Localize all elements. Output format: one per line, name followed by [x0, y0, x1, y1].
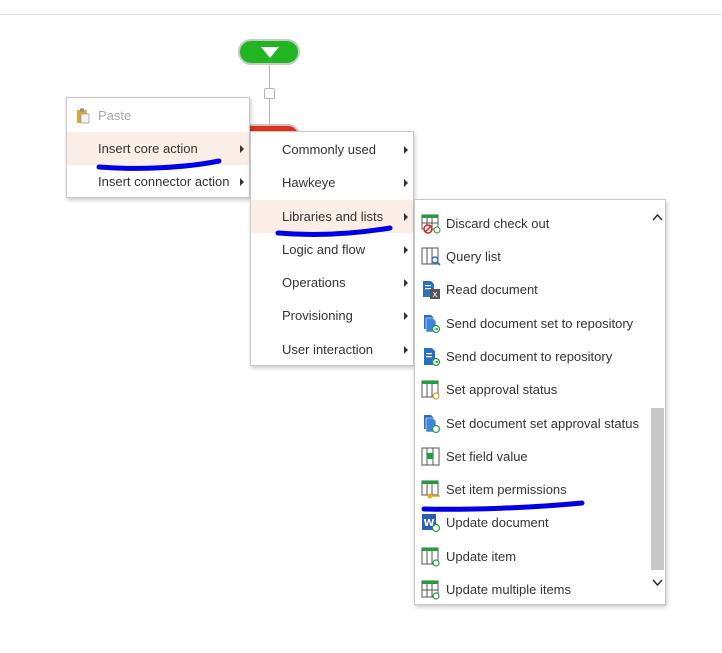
submenu-item-libraries-and-lists[interactable]: Libraries and lists [251, 200, 413, 233]
chevron-right-icon [404, 278, 408, 287]
menu-item-label: Update document [446, 515, 549, 530]
chevron-right-icon [404, 212, 408, 221]
chevron-right-icon [404, 145, 408, 154]
action-set-field-value[interactable]: Set field value [415, 440, 665, 473]
docset-approval-icon [424, 415, 441, 434]
chevron-right-icon [404, 311, 408, 320]
action-read-document[interactable]: x Read document [415, 273, 665, 306]
menu-item-label: Update item [446, 549, 517, 564]
menu-item-label: Set field value [446, 449, 528, 464]
menu-item-label: Hawkeye [282, 175, 336, 190]
submenu-item-hawkeye[interactable]: Hawkeye [251, 166, 413, 199]
menu-item-label: Provisioning [282, 308, 353, 323]
action-discard-check-out[interactable]: Discard check out [415, 207, 665, 240]
svg-text:x: x [432, 290, 438, 300]
action-update-document[interactable]: W Update document [415, 506, 665, 539]
menu-item-label: Set document set approval status [446, 416, 639, 431]
approval-status-icon [421, 380, 440, 400]
field-value-icon [421, 447, 440, 466]
action-set-approval-status[interactable]: Set approval status [415, 373, 665, 406]
libraries-and-lists-submenu: Discard check out Query list x Read docu… [414, 199, 666, 605]
action-set-document-set-approval-status[interactable]: Set document set approval status [415, 407, 665, 440]
menu-item-label: Set item permissions [446, 482, 567, 497]
submenu-item-commonly-used[interactable]: Commonly used [251, 133, 413, 166]
chevron-right-icon [404, 245, 408, 254]
action-send-document-to-repository[interactable]: Send document to repository [415, 340, 665, 373]
scrollbar-thumb[interactable] [651, 408, 664, 570]
chevron-right-icon [240, 144, 244, 153]
menu-item-label: Read document [446, 282, 538, 297]
read-document-icon: x [423, 281, 440, 300]
send-docset-icon [424, 315, 441, 334]
chevron-down-icon[interactable] [649, 572, 666, 594]
chevron-right-icon [404, 345, 408, 354]
action-update-multiple-items[interactable]: Update multiple items [415, 573, 665, 606]
action-send-document-set-to-repository[interactable]: Send document set to repository [415, 307, 665, 340]
menu-item-label: Set approval status [446, 382, 558, 397]
menu-item-label: Update multiple items [446, 582, 571, 597]
action-update-item[interactable]: Update item [415, 540, 665, 573]
send-document-icon [424, 348, 441, 367]
menu-item-label: Send document to repository [446, 349, 613, 364]
word-document-icon: W [422, 514, 441, 533]
menu-item-paste[interactable]: Paste [67, 99, 249, 132]
menu-item-label: Logic and flow [282, 242, 366, 257]
menu-item-label: Commonly used [282, 142, 376, 157]
action-set-item-permissions[interactable]: Set item permissions [415, 473, 665, 506]
chevron-up-icon[interactable] [649, 206, 666, 228]
menu-item-label: Send document set to repository [446, 316, 634, 331]
svg-text:W: W [423, 518, 434, 529]
workflow-start-node[interactable] [238, 39, 300, 65]
chevron-right-icon [240, 177, 244, 186]
query-list-icon [421, 247, 441, 266]
discard-checkout-icon [421, 214, 441, 234]
update-multiple-icon [421, 580, 440, 600]
action-drop-point[interactable] [264, 88, 275, 99]
menu-item-label: Discard check out [446, 216, 550, 231]
menu-item-insert-connector-action[interactable]: Insert connector action [67, 165, 249, 198]
menu-item-insert-core-action[interactable]: Insert core action [67, 132, 249, 165]
menu-item-label: Operations [282, 275, 346, 290]
submenu-item-user-interaction[interactable]: User interaction [251, 333, 413, 366]
menu-item-label: Insert connector action [98, 174, 230, 189]
menu-item-label: Query list [446, 249, 501, 264]
submenu-scrollbar[interactable] [649, 200, 666, 604]
menu-item-label: User interaction [282, 342, 374, 357]
action-query-list[interactable]: Query list [415, 240, 665, 273]
submenu-item-operations[interactable]: Operations [251, 266, 413, 299]
chevron-right-icon [404, 178, 408, 187]
menu-item-label: Paste [98, 108, 132, 123]
menu-item-label: Libraries and lists [282, 209, 384, 224]
submenu-item-logic-and-flow[interactable]: Logic and flow [251, 233, 413, 266]
clipboard-icon [77, 108, 90, 124]
item-permissions-icon [421, 480, 440, 499]
menu-item-label: Insert core action [98, 141, 198, 156]
update-item-icon [421, 547, 440, 567]
submenu-item-provisioning[interactable]: Provisioning [251, 299, 413, 332]
start-triangle-icon [261, 47, 279, 58]
context-menu: Paste Insert core action Insert connecto… [66, 97, 250, 198]
core-action-submenu: Commonly used Hawkeye Libraries and list… [250, 131, 414, 366]
header-divider [0, 14, 722, 15]
